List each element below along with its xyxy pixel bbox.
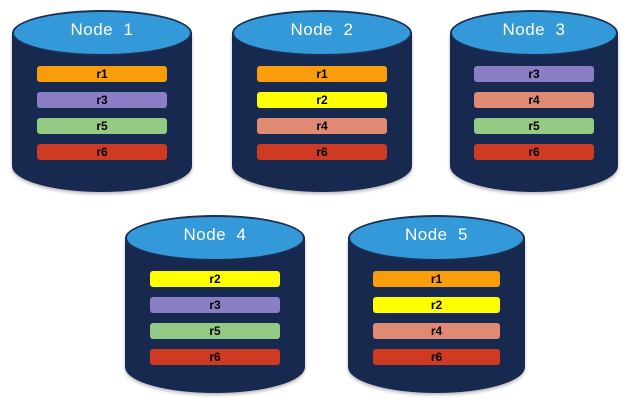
replica-label: r6 [96,145,108,159]
cylinder-top-ellipse-icon [348,215,525,261]
replica-label: r6 [209,350,221,364]
replica-list: r1 r2 r4 r6 [232,66,412,160]
replica-list: r3 r4 r5 r6 [450,66,618,160]
replica-bar[interactable]: r6 [372,349,501,365]
replica-label: r5 [209,324,221,338]
replica-bar[interactable]: r1 [257,66,387,82]
cylinder-top-ellipse-icon [125,215,305,261]
replica-label: r4 [316,119,328,133]
replica-label: r4 [430,324,443,338]
replica-bar[interactable]: r5 [150,323,280,339]
replica-bar[interactable]: r5 [37,118,167,134]
replica-bar[interactable]: r5 [473,118,595,134]
replica-bar[interactable]: r1 [372,271,501,287]
replica-bar[interactable]: r6 [37,144,167,160]
replica-bar[interactable]: r2 [372,297,501,313]
replica-bar[interactable]: r2 [257,92,387,108]
replica-label: r5 [528,119,540,133]
replica-list: r2 r3 r5 r6 [125,271,305,365]
replica-label: r1 [96,67,108,81]
replica-list: r1 r3 r5 r6 [12,66,192,160]
replica-label: r6 [528,145,540,159]
replica-label: r1 [430,272,443,286]
replica-bar[interactable]: r4 [372,323,501,339]
replica-bar[interactable]: r3 [37,92,167,108]
replica-label: r2 [209,272,221,286]
replica-label: r6 [316,145,328,159]
cylinder-top-ellipse-icon [232,10,412,56]
replica-label: r6 [430,350,443,364]
replica-bar[interactable]: r6 [150,349,280,365]
cylinder-body [12,32,192,192]
cylinder-top-ellipse-icon [12,10,192,56]
replica-bar[interactable]: r3 [473,66,595,82]
replica-list: r1 r2 r4 r6 [348,271,525,365]
replica-bar[interactable]: r1 [37,66,167,82]
cylinder-body [450,32,618,192]
cylinder-body [348,237,525,393]
replica-label: r3 [528,67,540,81]
replica-bar[interactable]: r6 [257,144,387,160]
replica-bar[interactable]: r4 [257,118,387,134]
replica-label: r5 [96,119,108,133]
cylinder-body [232,32,412,192]
replica-label: r2 [316,93,328,107]
replica-label: r1 [316,67,328,81]
replica-bar[interactable]: r2 [150,271,280,287]
replica-label: r2 [430,298,443,312]
replica-label: r3 [96,93,108,107]
replica-bar[interactable]: r6 [473,144,595,160]
cylinder-top-ellipse-icon [450,10,618,56]
replica-label: r3 [209,298,221,312]
replica-label: r4 [528,93,540,107]
cylinder-body [125,237,305,393]
replica-bar[interactable]: r3 [150,297,280,313]
replica-bar[interactable]: r4 [473,92,595,108]
